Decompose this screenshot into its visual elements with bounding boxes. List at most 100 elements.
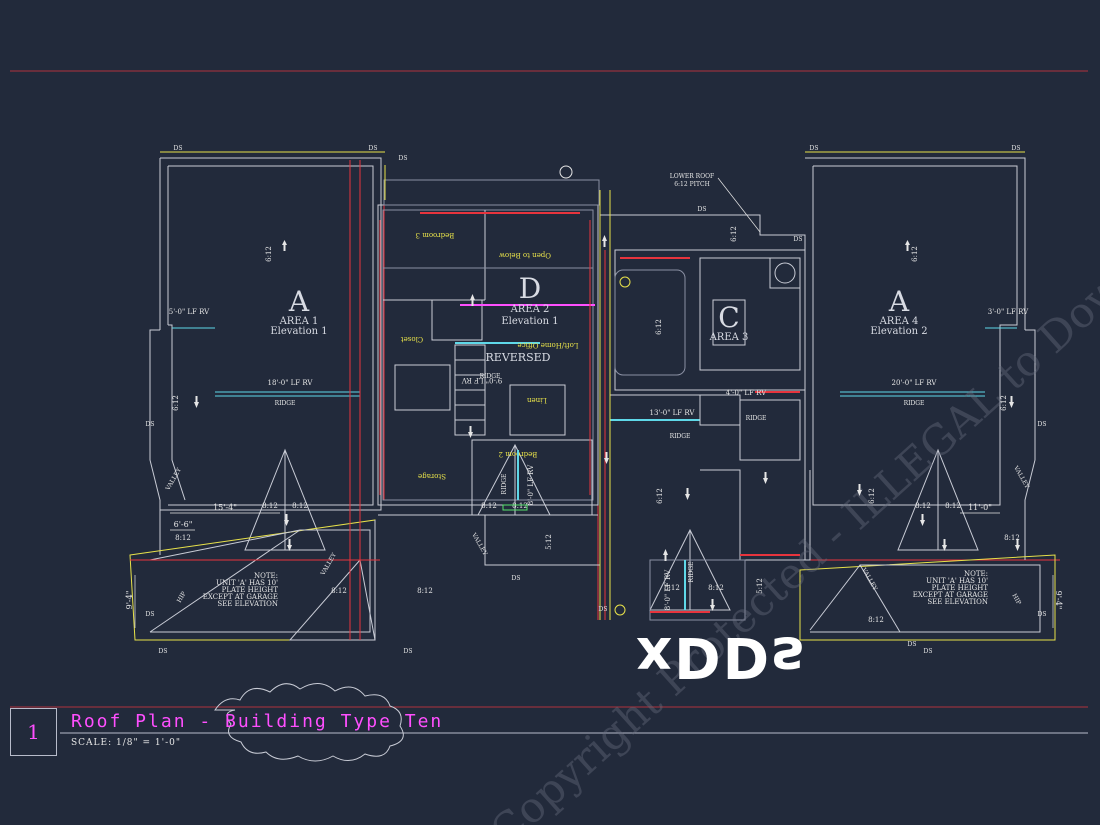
ds-label: DS: [794, 236, 803, 243]
room-loft: Loft/Home Office: [518, 341, 579, 349]
ds-label: DS: [1012, 145, 1021, 152]
rv-label-left-ridge: 18'-0" LF RV: [268, 379, 314, 387]
pitch-612-g: 6:12: [655, 319, 663, 335]
area-4-elevation: Elevation 2: [870, 326, 927, 337]
lower-roof-note: LOWER ROOF 6:12 PITCH: [670, 173, 714, 188]
hip-label-right: HIP: [1010, 592, 1022, 606]
drawing-scale: SCALE: 1/8" = 1'-0": [71, 738, 181, 748]
ridge-label-area3: RIDGE: [746, 415, 767, 422]
ridge-label-vertical-2: RIDGE: [688, 562, 695, 583]
ridge-label-vertical: RIDGE: [501, 474, 508, 495]
svg-text:SEE ELEVATION: SEE ELEVATION: [217, 600, 278, 608]
slope-arrow-icon: [195, 396, 198, 402]
pitch-812-k: 8:12: [945, 502, 961, 510]
area-3-name: AREA 3: [709, 332, 749, 343]
area-2-name: AREA 2: [510, 304, 550, 315]
watermark-text: Copyright Protected - ILLEGAL to Downloa…: [481, 0, 1100, 825]
pitch-812-i: 8:12: [708, 584, 724, 592]
area-1-name: AREA 1: [279, 316, 319, 327]
ds-label: DS: [698, 206, 707, 213]
slope-arrow-icon: [664, 555, 667, 561]
note-left: NOTE: UNIT 'A' HAS 10' PLATE HEIGHT EXCE…: [203, 572, 279, 608]
slope-arrow-icon: [906, 245, 909, 251]
rv-label-right-top: 3'-0" LF RV: [988, 308, 1029, 316]
svg-text:UNIT 'A' HAS 10': UNIT 'A' HAS 10': [926, 577, 988, 585]
valley-label-left: VALLEY: [164, 466, 183, 493]
svg-text:NOTE:: NOTE:: [254, 572, 278, 580]
svg-text:PLATE HEIGHT: PLATE HEIGHT: [932, 584, 989, 592]
area-1-roof: [129, 157, 382, 641]
area-3-floor-plan: [600, 214, 811, 621]
svg-text:SEE ELEVATION: SEE ELEVATION: [927, 598, 988, 606]
svg-text:LOWER ROOF: LOWER ROOF: [670, 173, 714, 180]
pitch-812-j: 8:12: [915, 502, 931, 510]
svg-text:PLATE HEIGHT: PLATE HEIGHT: [222, 586, 279, 594]
ridge-label-right: RIDGE: [904, 400, 925, 407]
dim-11-0: 11'-0": [968, 503, 992, 512]
area-2-elevation: Elevation 1: [501, 316, 558, 327]
slope-arrow-icon: [943, 539, 946, 545]
slope-arrow-icon: [471, 300, 474, 306]
svg-text:EXCEPT AT GARAGE: EXCEPT AT GARAGE: [203, 593, 278, 601]
pitch-812-m: 8:12: [868, 616, 884, 624]
room-closet: Closet: [401, 335, 424, 343]
ridge-label-center: RIDGE: [670, 433, 691, 440]
slope-arrow-icon: [1010, 396, 1013, 402]
area-4-letter: A: [888, 285, 910, 318]
room-linen: Linen: [526, 396, 547, 404]
area-4-name: AREA 4: [879, 316, 919, 327]
rv-label-left-top: 5'-0" LF RV: [169, 308, 210, 316]
area-1-elevation: Elevation 1: [270, 326, 327, 337]
pitch-812-h: 8:12: [664, 584, 680, 592]
valley-label-lower-right: VALLEY: [860, 566, 879, 593]
slope-arrow-icon: [686, 488, 689, 494]
area-1-letter: A: [288, 285, 310, 318]
pitch-612-b: 6:12: [172, 395, 180, 411]
slope-arrow-icon: [288, 539, 291, 545]
ds-label: DS: [146, 611, 155, 618]
ds-label: DS: [512, 575, 521, 582]
dim-9-4-right: 9'-4": [1054, 591, 1063, 610]
pitch-812-d: 8:12: [331, 587, 347, 595]
area-2-letter: D: [519, 272, 541, 305]
slope-arrow-icon: [469, 426, 472, 432]
slope-arrow-icon: [764, 472, 767, 478]
drawing-number: 1: [10, 708, 57, 756]
pitch-812-b: 8:12: [292, 502, 308, 510]
svg-text:UNIT 'A' HAS 10': UNIT 'A' HAS 10': [216, 579, 278, 587]
svg-text:6:12 PITCH: 6:12 PITCH: [674, 181, 710, 188]
dim-9-4-left: 9'-4": [125, 591, 134, 610]
ridge-label-left: RIDGE: [275, 400, 296, 407]
rv-label-center-e: 8'-0" LF RV: [664, 569, 672, 610]
slope-arrow-icon: [603, 241, 606, 247]
ds-label: DS: [174, 145, 183, 152]
room-open-below: Open to Below: [499, 251, 551, 259]
valley-label-lower-left: VALLEY: [319, 551, 338, 578]
slope-arrow-icon: [711, 599, 714, 605]
pitch-812-c: 8:12: [175, 534, 191, 542]
ds-label: DS: [146, 421, 155, 428]
area-2-note: REVERSED: [486, 351, 551, 364]
rv-label-right-ridge: 20'-0" LF RV: [892, 379, 938, 387]
drawing-title: Roof Plan - Building Type Ten: [71, 711, 444, 732]
ds-label: DS: [1038, 611, 1047, 618]
ds-label: DS: [1038, 421, 1047, 428]
rv-label-center-b: 13'-0" LF RV: [650, 409, 696, 417]
dim-6-6: 6'-6": [174, 520, 193, 529]
ds-label: DS: [810, 145, 819, 152]
pitch-612-e: 6:12: [868, 488, 876, 504]
ridge-label-plan: RIDGE: [480, 373, 501, 380]
pitch-612-h: 6:12: [730, 226, 738, 242]
ds-label: DS: [924, 648, 933, 655]
ds-label: DS: [908, 641, 917, 648]
ds-label: DS: [599, 606, 608, 613]
slope-arrow-icon: [921, 514, 924, 520]
svg-text:NOTE:: NOTE:: [964, 570, 988, 578]
ds-label: DS: [399, 155, 408, 162]
area-2-floor-plan: [377, 179, 600, 566]
dim-15-4: 15'-4": [213, 503, 237, 512]
room-storage: Storage: [418, 472, 446, 480]
slope-arrow-icon: [1016, 539, 1019, 545]
rv-label-center-d: 8'-0" LF RV: [527, 464, 535, 505]
ds-label: DS: [159, 648, 168, 655]
